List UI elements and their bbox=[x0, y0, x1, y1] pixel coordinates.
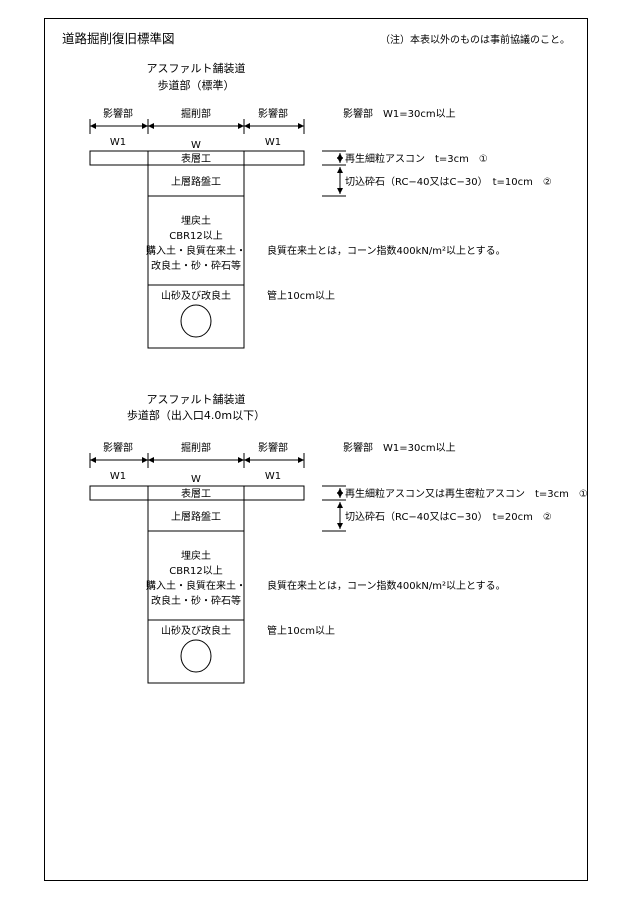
note-pipe: 管上10cm以上 bbox=[267, 289, 335, 302]
section-title-line1: アスファルト舗装道 bbox=[147, 392, 246, 406]
cross-section bbox=[89, 485, 305, 684]
dim-center-w: W bbox=[191, 140, 201, 151]
dim-left-w1: W1 bbox=[110, 137, 126, 148]
layer-backfill-3: 購入土・良質在来土・ bbox=[146, 244, 246, 257]
note-soil: 良質在来土とは，コーン指数400kN/m²以上とする。 bbox=[267, 244, 506, 257]
layer-pipe-zone: 山砂及び改良土 bbox=[161, 289, 231, 302]
influence-note: 影響部 W1=30cm以上 bbox=[343, 441, 456, 454]
influence-note: 影響部 W1=30cm以上 bbox=[343, 107, 456, 120]
layer-base: 上層路盤工 bbox=[171, 175, 221, 188]
zone-label-center: 掘削部 bbox=[181, 441, 211, 454]
cross-section bbox=[89, 150, 305, 349]
layer-backfill-2: CBR12以上 bbox=[169, 565, 223, 577]
section-title-line2: 歩道部（標準） bbox=[158, 78, 235, 92]
section-entrance: アスファルト舗装道 歩道部（出入口4.0m以下） 影響部 掘削部 影響部 影響部… bbox=[89, 392, 588, 684]
layer-backfill-1: 埋戻土 bbox=[181, 214, 211, 227]
zone-label-left: 影響部 bbox=[103, 441, 133, 454]
header-note: （注）本表以外のものは事前協議のこと。 bbox=[380, 33, 570, 46]
layer-pipe-zone: 山砂及び改良土 bbox=[161, 624, 231, 637]
dim-right-w1: W1 bbox=[265, 471, 281, 482]
layer-backfill-1: 埋戻土 bbox=[181, 549, 211, 562]
dimension-line bbox=[89, 453, 305, 468]
layer-surface: 表層工 bbox=[181, 487, 211, 500]
note-base: 切込砕石（RC−40又はC−30） t=10cm ② bbox=[345, 176, 552, 188]
section-title-line2: 歩道部（出入口4.0m以下） bbox=[127, 408, 265, 422]
note-pipe: 管上10cm以上 bbox=[267, 624, 335, 637]
note-base: 切込砕石（RC−40又はC−30） t=20cm ② bbox=[345, 511, 552, 523]
note-soil: 良質在来土とは，コーン指数400kN/m²以上とする。 bbox=[267, 579, 506, 592]
section-title-line1: アスファルト舗装道 bbox=[147, 61, 246, 75]
layer-backfill-4: 改良土・砂・砕石等 bbox=[151, 594, 241, 607]
thickness-markers bbox=[322, 485, 346, 532]
dim-center-w: W bbox=[191, 474, 201, 485]
layer-surface: 表層工 bbox=[181, 152, 211, 165]
zone-label-right: 影響部 bbox=[258, 107, 288, 120]
note-surface: 再生細粒アスコン又は再生密粒アスコン t=3cm ① bbox=[345, 487, 588, 500]
layer-backfill-2: CBR12以上 bbox=[169, 230, 223, 242]
dim-left-w1: W1 bbox=[110, 471, 126, 482]
zone-label-right: 影響部 bbox=[258, 441, 288, 454]
layer-base: 上層路盤工 bbox=[171, 510, 221, 523]
document-title: 道路掘削復旧標準図 bbox=[62, 31, 175, 46]
dimension-line bbox=[89, 119, 305, 134]
section-standard: アスファルト舗装道 歩道部（標準） 影響部 掘削部 影響部 影響部 W1=30c… bbox=[89, 61, 552, 349]
thickness-markers bbox=[322, 150, 346, 197]
note-surface: 再生細粒アスコン t=3cm ① bbox=[345, 152, 488, 165]
layer-backfill-4: 改良土・砂・砕石等 bbox=[151, 259, 241, 272]
zone-label-left: 影響部 bbox=[103, 107, 133, 120]
dim-right-w1: W1 bbox=[265, 137, 281, 148]
zone-label-center: 掘削部 bbox=[181, 107, 211, 120]
layer-backfill-3: 購入土・良質在来土・ bbox=[146, 579, 246, 592]
drawing-sheet bbox=[44, 18, 588, 881]
